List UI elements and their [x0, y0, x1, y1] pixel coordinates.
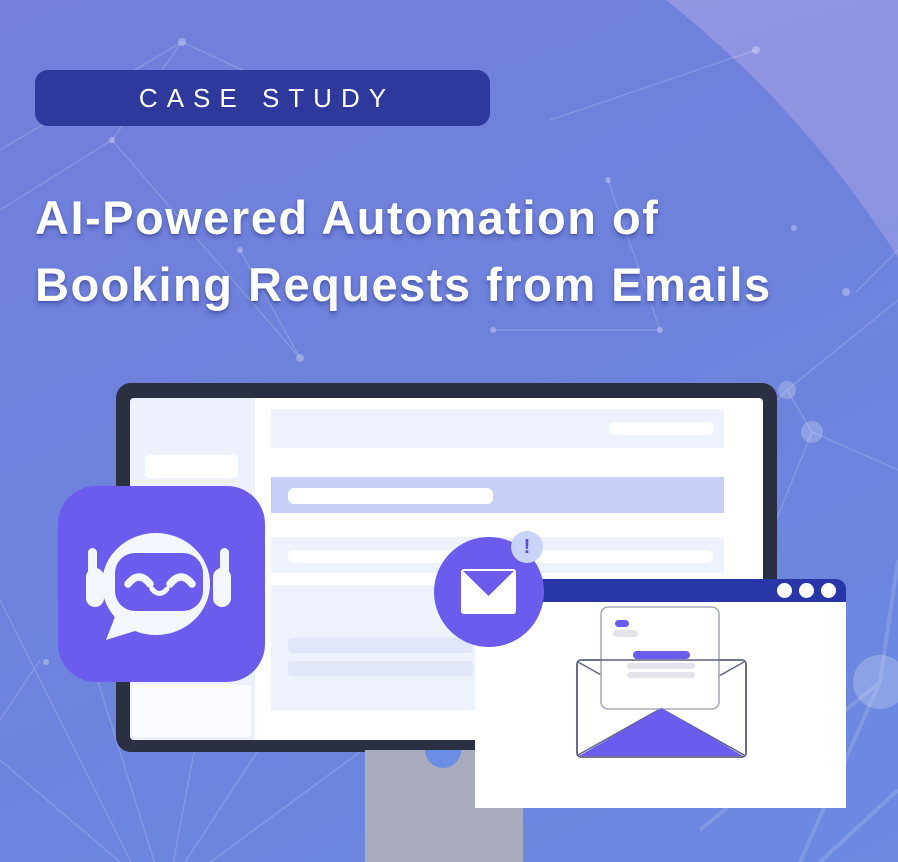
email-envelope-icon — [461, 569, 516, 614]
email-notification: ! — [434, 531, 544, 647]
window-control-dots — [777, 583, 836, 598]
window-control-dot — [821, 583, 836, 598]
headline-line-2: Booking Requests from Emails — [35, 258, 772, 311]
highlighted-row-pill — [288, 488, 493, 504]
window-titlebar — [475, 579, 846, 602]
sidebar-block — [132, 685, 251, 737]
sidebar-pill — [145, 455, 238, 478]
case-study-badge-label: CASE STUDY — [138, 82, 396, 113]
alert-exclamation-icon: ! — [511, 531, 543, 563]
email-window-illustration — [475, 579, 846, 808]
mockup-highlighted-row — [271, 477, 724, 513]
robot-chatbot-icon — [58, 486, 265, 682]
window-body — [475, 602, 846, 808]
header-row-pill — [609, 422, 714, 435]
window-control-dot — [799, 583, 814, 598]
open-envelope-letter-icon — [576, 606, 747, 758]
card-line — [288, 661, 473, 676]
mockup-card — [271, 585, 477, 710]
alert-label: ! — [523, 535, 531, 558]
card-line — [288, 638, 473, 653]
mockup-header-row — [271, 409, 724, 448]
case-study-badge: CASE STUDY — [35, 70, 490, 126]
stand-notch — [425, 750, 461, 768]
window-control-dot — [777, 583, 792, 598]
headline-line-1: AI-Powered Automation of — [35, 191, 660, 244]
page-title: AI-Powered Automation of Booking Request… — [35, 184, 875, 318]
